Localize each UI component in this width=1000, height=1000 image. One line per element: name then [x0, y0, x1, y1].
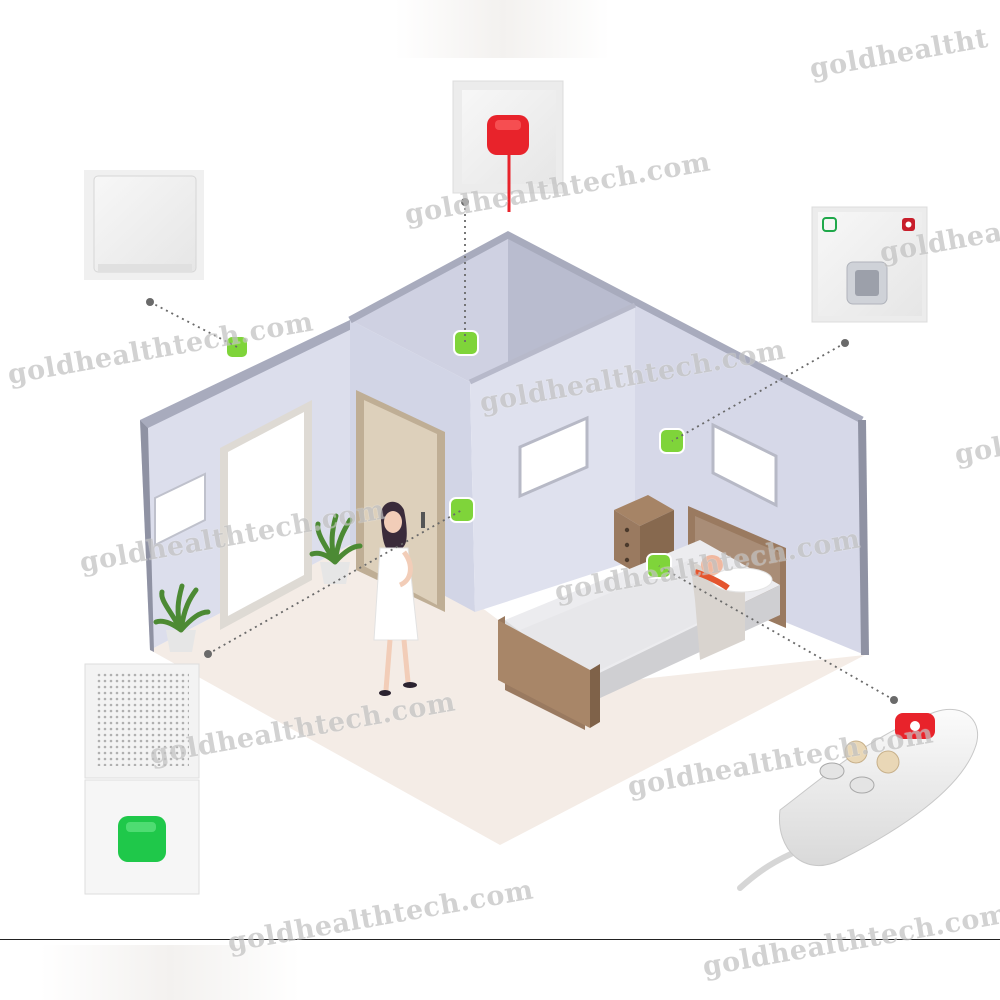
left-window	[154, 472, 206, 547]
room	[140, 231, 869, 845]
wall-top-edges	[348, 231, 864, 424]
connector-dots	[146, 198, 898, 704]
indicator-pull-cord	[453, 330, 479, 356]
nurse-figure	[373, 501, 419, 696]
right-wall-end	[858, 419, 869, 656]
bed	[498, 506, 786, 730]
plant-left	[153, 583, 211, 652]
handset-reading-light-button	[849, 776, 875, 794]
handset-light-button-2	[876, 750, 900, 774]
interior-window	[518, 415, 589, 499]
corridor-panel-device	[811, 206, 928, 323]
bottom-divider	[0, 939, 1000, 940]
left-doorway	[228, 412, 304, 616]
ceiling-sensor-device	[84, 170, 204, 280]
plant-right	[309, 513, 363, 584]
cancel-square-icon	[822, 217, 837, 232]
handset-light-button-1	[844, 740, 868, 764]
bottom-fade	[40, 945, 300, 1000]
top-fade	[395, 0, 610, 58]
door-handle	[421, 512, 425, 528]
left-wall-end	[140, 420, 154, 652]
handset-tv-button	[819, 762, 845, 780]
left-wall-top	[140, 320, 358, 428]
pull-cord-switch-device	[452, 80, 564, 212]
indicator-door-unit	[449, 497, 475, 523]
floor	[150, 545, 865, 845]
right-window	[711, 422, 778, 508]
bed-handset-device	[737, 708, 979, 891]
closet-edge	[468, 302, 637, 385]
speaker-call-unit-device	[84, 663, 200, 895]
connector-lines	[149, 202, 895, 701]
